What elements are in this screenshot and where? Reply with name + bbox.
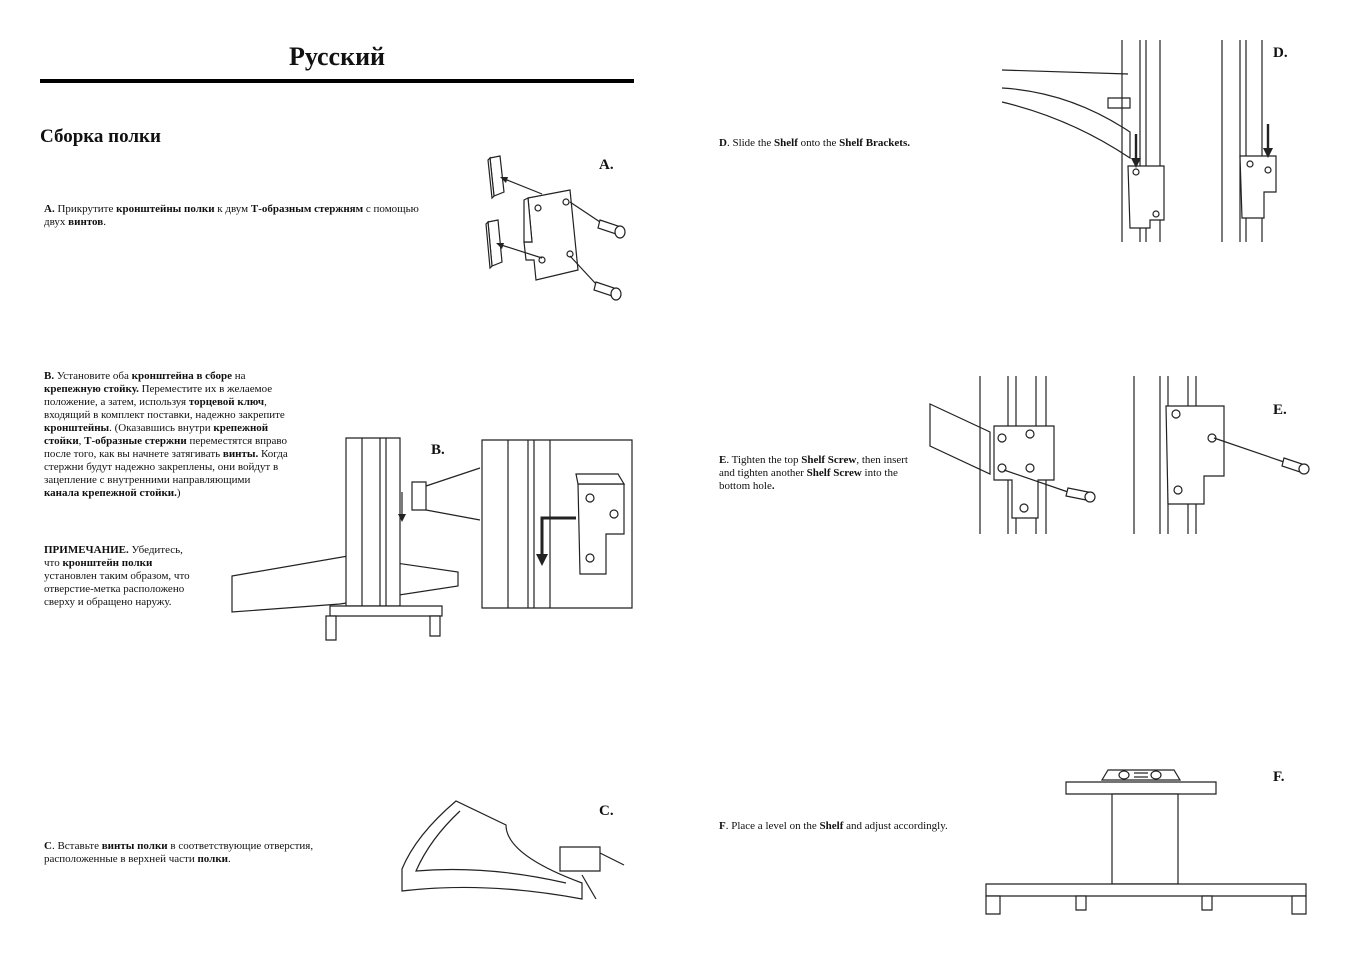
title-divider [40,79,634,83]
step-a-text: A. Прикрутите кронштейны полки к двум Т-… [44,203,419,228]
figure-a-bracket-assembly [470,150,640,310]
figure-c-shelf-screws [396,795,636,915]
step-b-note: ПРИМЕЧАНИЕ. Убедитесь, что кронштейн пол… [44,544,190,608]
section-title: Сборка полки [40,126,161,147]
figure-label-b: B. [431,442,445,458]
step-e-text: E. Tighten the top Shelf Screw, then ins… [719,454,908,492]
figure-label-a: A. [599,157,614,173]
figure-f-level-shelf [984,760,1314,920]
figure-d-slide-shelf [1000,40,1300,246]
figure-label-f: F. [1273,769,1285,785]
figure-b-mounting-post [230,436,636,646]
step-c-text: C. Вставьте винты полки в соответствующи… [44,840,314,865]
step-f-text: F. Place a level on the Shelf and adjust… [719,820,948,832]
figure-label-c: C. [599,803,614,819]
page-title: Русский [288,42,386,71]
figure-label-e: E. [1273,402,1287,418]
figure-label-d: D. [1273,45,1288,61]
figure-e-tighten-screws [928,376,1308,536]
step-b-text: B. Установите оба кронштейна в сборе на … [44,370,288,499]
step-d-text: D. Slide the Shelf onto the Shelf Bracke… [719,137,910,149]
